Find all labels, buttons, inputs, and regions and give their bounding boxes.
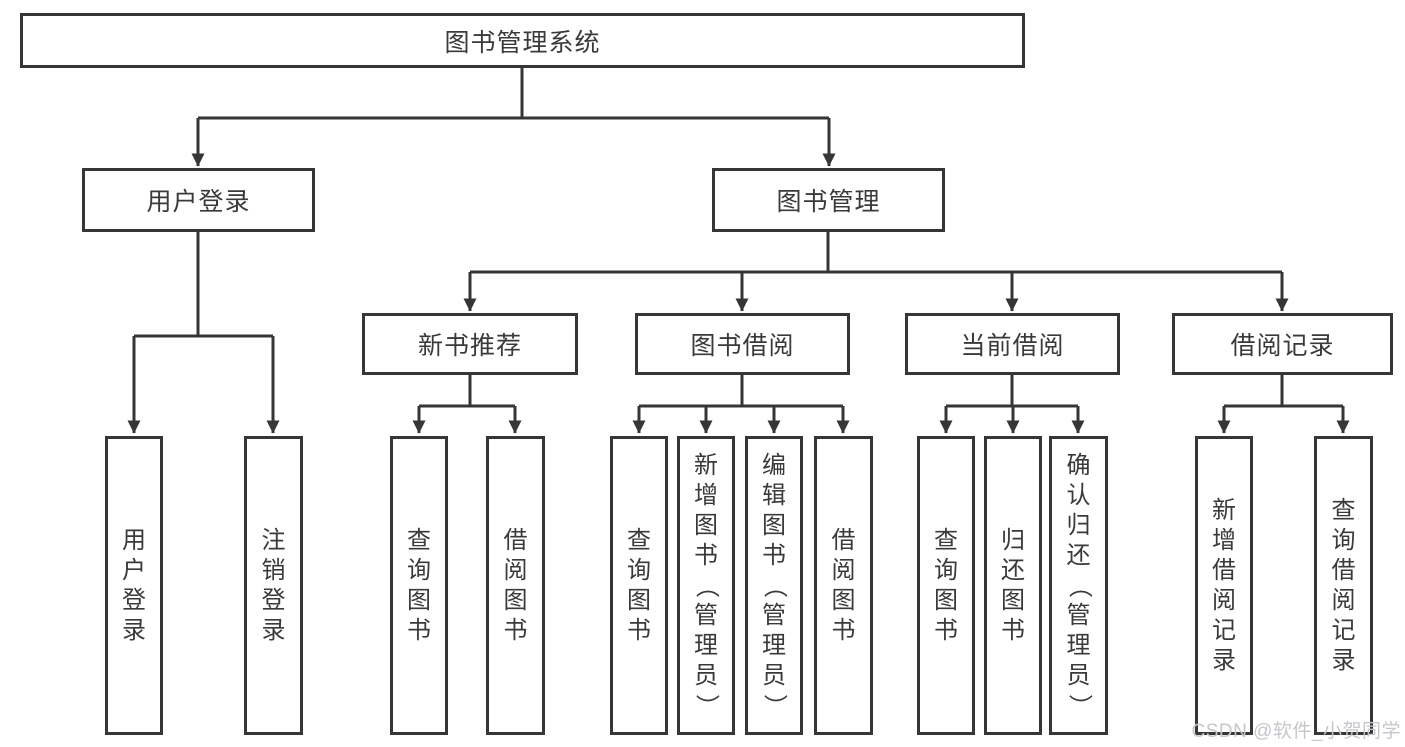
leaf-query-books-current: 查询图书 [917,436,975,735]
node-label: 新增图书（管理员） [693,451,720,718]
node-label: 借阅记录 [1230,332,1335,360]
node-label: 查询图书 [627,526,651,644]
leaf-add-borrow-record: 新增借阅记录 [1195,436,1253,735]
leaf-query-books-borrowing: 查询图书 [610,436,668,735]
node-label: 查询借阅记录 [1331,496,1356,674]
node-label: 图书管理系统 [444,28,601,57]
leaf-query-books-recommend: 查询图书 [390,436,448,735]
leaf-return-book: 归还图书 [984,436,1042,735]
node-label: 注销登录 [261,526,286,644]
node-user-login: 用户登录 [82,168,315,232]
node-book-management: 图书管理 [712,168,945,232]
leaf-borrow-books-recommend: 借阅图书 [486,436,545,735]
node-label: 查询图书 [407,526,431,644]
node-label: 确认归还（管理员） [1065,451,1093,718]
csdn-watermark: CSDN @软件_小贺同学 [1191,721,1401,742]
node-label: 当前借阅 [960,332,1065,360]
node-borrowing-records: 借阅记录 [1172,313,1393,375]
node-label: 归还图书 [1001,526,1025,644]
leaf-query-borrow-record: 查询借阅记录 [1314,436,1373,735]
leaf-logout: 注销登录 [244,436,303,735]
node-label: 新书推荐 [417,332,522,360]
node-label: 新增借阅记录 [1212,496,1236,674]
node-label: 图书管理 [776,188,881,216]
leaf-add-book-admin: 新增图书（管理员） [677,436,735,735]
node-label: 查询图书 [934,526,958,644]
node-label: 借阅图书 [831,526,856,644]
node-label: 借阅图书 [503,526,528,644]
leaf-user-login: 用户登录 [105,436,163,735]
node-label: 用户登录 [146,188,251,216]
node-label: 用户登录 [122,526,146,644]
node-new-book-recommendation: 新书推荐 [362,313,578,375]
leaf-edit-book-admin: 编辑图书（管理员） [745,436,803,735]
node-library-management-system: 图书管理系统 [20,13,1025,68]
leaf-borrow-books-borrowing: 借阅图书 [814,436,873,735]
leaf-confirm-return-admin: 确认归还（管理员） [1049,436,1108,735]
node-current-borrowing: 当前借阅 [905,313,1120,375]
node-label: 图书借阅 [690,332,795,360]
node-label: 编辑图书（管理员） [761,451,788,718]
node-book-borrowing: 图书借阅 [635,313,850,375]
